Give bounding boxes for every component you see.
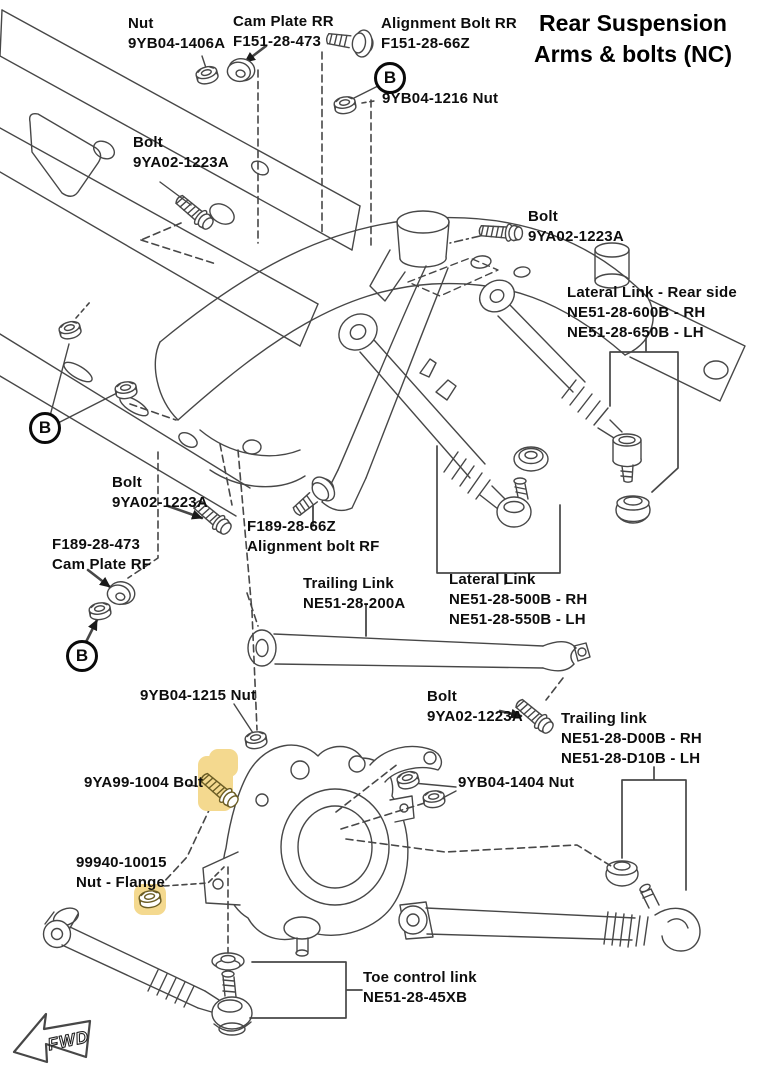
lateral-link-rear-side — [479, 279, 651, 524]
cam-plate-rr-icon — [225, 55, 258, 85]
label-nut-9yb04-1404: 9YB04-1404 Nut — [458, 774, 575, 791]
label-nut-9yb04-1216: 9YB04-1216 Nut — [382, 90, 499, 107]
label-nut-flange-99940: 99940-10015 Nut - Flange — [76, 854, 167, 891]
label-cam-plate-rf: F189-28-473 Cam Plate RF — [52, 536, 152, 573]
rear-knuckle — [202, 744, 443, 957]
label-bolt-upper-left: Bolt 9YA02-1223A — [133, 134, 229, 171]
nut-9yb04-1216-icon — [332, 94, 358, 116]
page-title-line2: Arms & bolts (NC) — [533, 41, 733, 67]
label-nut-9yb04-1215: 9YB04-1215 Nut — [140, 687, 257, 704]
label-bolt-9ya99-1004: 9YA99-1004 Bolt — [84, 774, 204, 791]
label-cam-plate-rr: Cam Plate RR F151-28-473 — [233, 13, 334, 50]
label-bolt-lower: Bolt 9YA02-1223A — [427, 688, 523, 725]
nut-b-left-bottom-icon — [113, 379, 139, 401]
callout-b-bottom: B — [66, 640, 98, 672]
nut-b-bottom-icon — [87, 600, 113, 622]
label-nut-9yb04-1406a: Nut 9YB04-1406A — [128, 15, 226, 52]
label-trailing-link-200a: Trailing Link NE51-28-200A — [303, 575, 406, 612]
lateral-link-front — [338, 313, 549, 528]
callout-b-top: B — [374, 62, 406, 94]
label-lateral-link-rear-side: Lateral Link - Rear side NE51-28-600B - … — [567, 284, 737, 341]
page-title-line1: Rear Suspension — [539, 10, 727, 36]
body-frame-rails — [0, 9, 361, 517]
rear-subframe — [154, 210, 746, 512]
trailing-link-rear-art — [398, 860, 701, 952]
label-alignment-bolt-rf: F189-28-66Z Alignment bolt RF — [247, 518, 380, 555]
cam-plate-rf-icon — [104, 577, 138, 609]
nut-9yb04-1404-icon-b — [421, 788, 447, 810]
page-title: Rear Suspension Arms & bolts (NC) — [503, 8, 763, 70]
label-bolt-upper-right: Bolt 9YA02-1223A — [528, 208, 624, 245]
label-trailing-link-rear: Trailing link NE51-28-D00B - RH NE51-28-… — [561, 710, 702, 767]
label-alignment-bolt-rr: Alignment Bolt RR F151-28-66Z — [381, 15, 517, 52]
label-brackets — [249, 337, 687, 1019]
fwd-arrow: FWD — [12, 1012, 91, 1064]
dashed-leader-lines — [75, 51, 612, 954]
label-lateral-link: Lateral Link NE51-28-500B - RH NE51-28-5… — [449, 571, 588, 628]
nut-9yb04-1406a-icon — [194, 63, 221, 87]
nut-b-left-top-icon — [57, 318, 84, 342]
nut-9yb04-1215-icon — [243, 729, 269, 751]
callout-b-left: B — [29, 412, 61, 444]
toe-control-link-art — [42, 907, 253, 1036]
label-toe-control-link: Toe control link NE51-28-45XB — [363, 969, 477, 1006]
trailing-link-200a — [247, 629, 591, 672]
label-bolt-mid-left: Bolt 9YA02-1223A — [112, 474, 208, 511]
